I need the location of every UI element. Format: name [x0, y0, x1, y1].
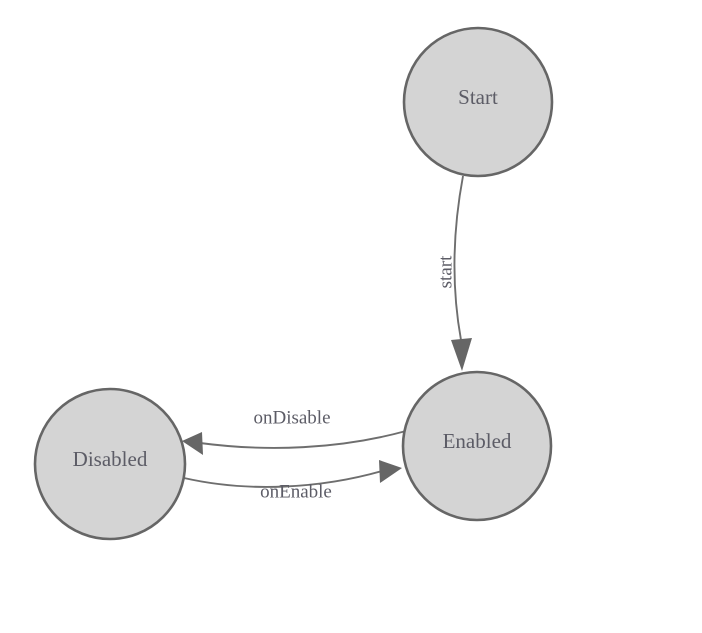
node-disabled-circle	[33, 387, 187, 541]
node-enabled[interactable]: Enabled	[401, 370, 553, 522]
edge-start-to-enabled-label: start	[435, 255, 456, 288]
node-start-label: Start	[458, 85, 498, 109]
edge-disabled-to-enabled-label: onEnable	[260, 481, 332, 502]
node-enabled-label: Enabled	[443, 429, 512, 453]
edge-enabled-to-disabled-path	[199, 430, 407, 449]
edge-start-to-enabled[interactable]: start	[435, 175, 472, 371]
edge-enabled-to-disabled-arrowhead-icon	[182, 432, 203, 455]
edge-disabled-to-enabled[interactable]: onEnable	[183, 460, 402, 502]
edge-start-to-enabled-path	[453, 175, 464, 341]
node-disabled-label: Disabled	[73, 447, 148, 471]
edge-enabled-to-disabled-label: onDisable	[253, 407, 330, 428]
edge-disabled-to-enabled-arrowhead-icon	[379, 460, 402, 483]
edge-enabled-to-disabled[interactable]: onDisable	[182, 407, 407, 455]
edge-start-to-enabled-arrowhead-icon	[451, 338, 472, 371]
node-enabled-circle	[401, 370, 553, 522]
edge-disabled-to-enabled-path	[183, 470, 383, 488]
node-start-circle	[402, 26, 554, 178]
node-start[interactable]: Start	[402, 26, 554, 178]
node-disabled[interactable]: Disabled	[33, 387, 187, 541]
